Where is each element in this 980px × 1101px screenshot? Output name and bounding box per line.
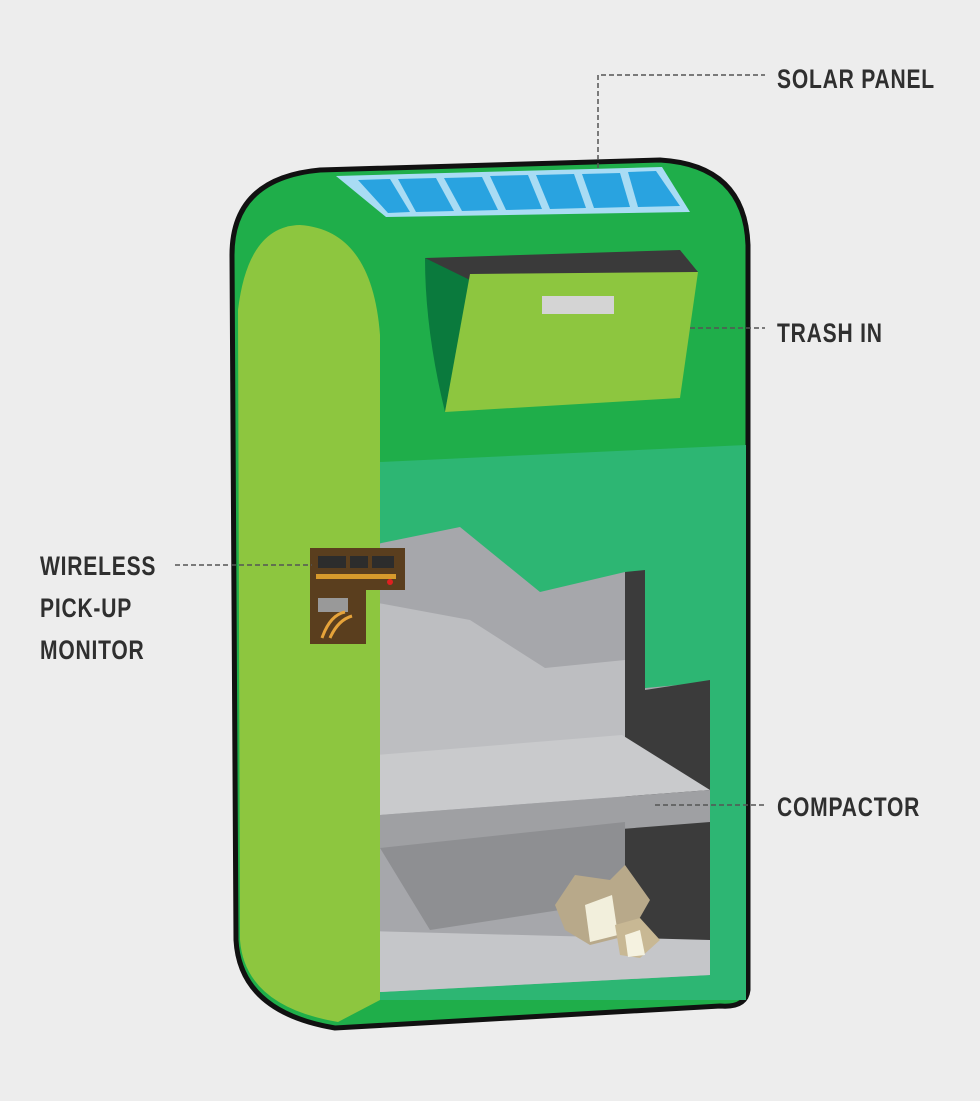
label-solar-panel: SOLAR PANEL — [777, 64, 935, 94]
label-wireless-line-1: WIRELESS — [40, 551, 157, 581]
front-left-panel — [238, 225, 380, 1022]
label-wireless-line-3: MONITOR — [40, 635, 145, 665]
trash-debris — [555, 865, 660, 958]
trash-in-flap — [425, 250, 698, 412]
label-trash-in: TRASH IN — [777, 318, 883, 348]
label-compactor: COMPACTOR — [777, 792, 921, 822]
flap-handle — [542, 296, 614, 314]
label-wireless-line-2: PICK-UP — [40, 593, 133, 623]
wireless-monitor-icon — [310, 548, 405, 644]
solar-panel-icon — [336, 167, 690, 217]
leader-lines — [175, 74, 765, 806]
